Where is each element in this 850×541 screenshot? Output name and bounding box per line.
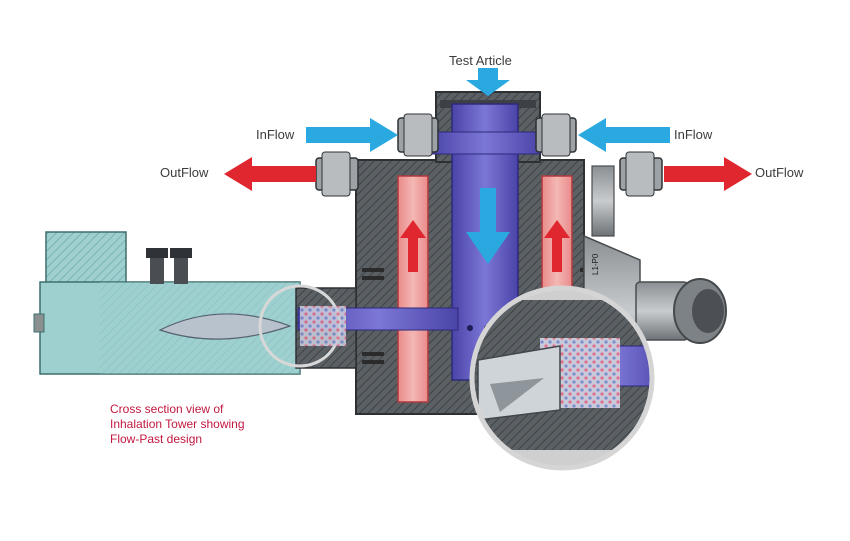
fitting-inflow-left (397, 113, 439, 157)
outflow-left-arrow-icon (224, 157, 316, 191)
caption-line-2: Inhalation Tower showing (110, 417, 245, 431)
label-test-article: Test Article (449, 53, 512, 68)
device-marking: L1-P0 (591, 253, 600, 275)
caption-line-1: Cross section view of (110, 402, 224, 416)
test-article-arrow-icon (466, 68, 510, 96)
label-outflow-left: OutFlow (160, 165, 209, 180)
upflow-arrow-right-icon (544, 220, 570, 272)
label-outflow-right: OutFlow (755, 165, 804, 180)
label-inflow-left: InFlow (256, 127, 295, 142)
upflow-arrow-left-icon (400, 220, 426, 272)
inflow-right-arrow-icon (578, 118, 670, 152)
zoom-callout (469, 285, 655, 471)
exposure-chamber (33, 231, 459, 375)
outflow-right-arrow-icon (664, 157, 752, 191)
fitting-outflow-right (619, 151, 663, 197)
label-inflow-right: InFlow (674, 127, 713, 142)
caption-line-3: Flow-Past design (110, 432, 203, 446)
downflow-arrow-icon (466, 188, 510, 264)
fitting-inflow-right (535, 113, 577, 157)
diagram-caption: Cross section view of Inhalation Tower s… (110, 402, 310, 447)
inflow-left-arrow-icon (306, 118, 398, 152)
fitting-outflow-left (315, 151, 359, 197)
